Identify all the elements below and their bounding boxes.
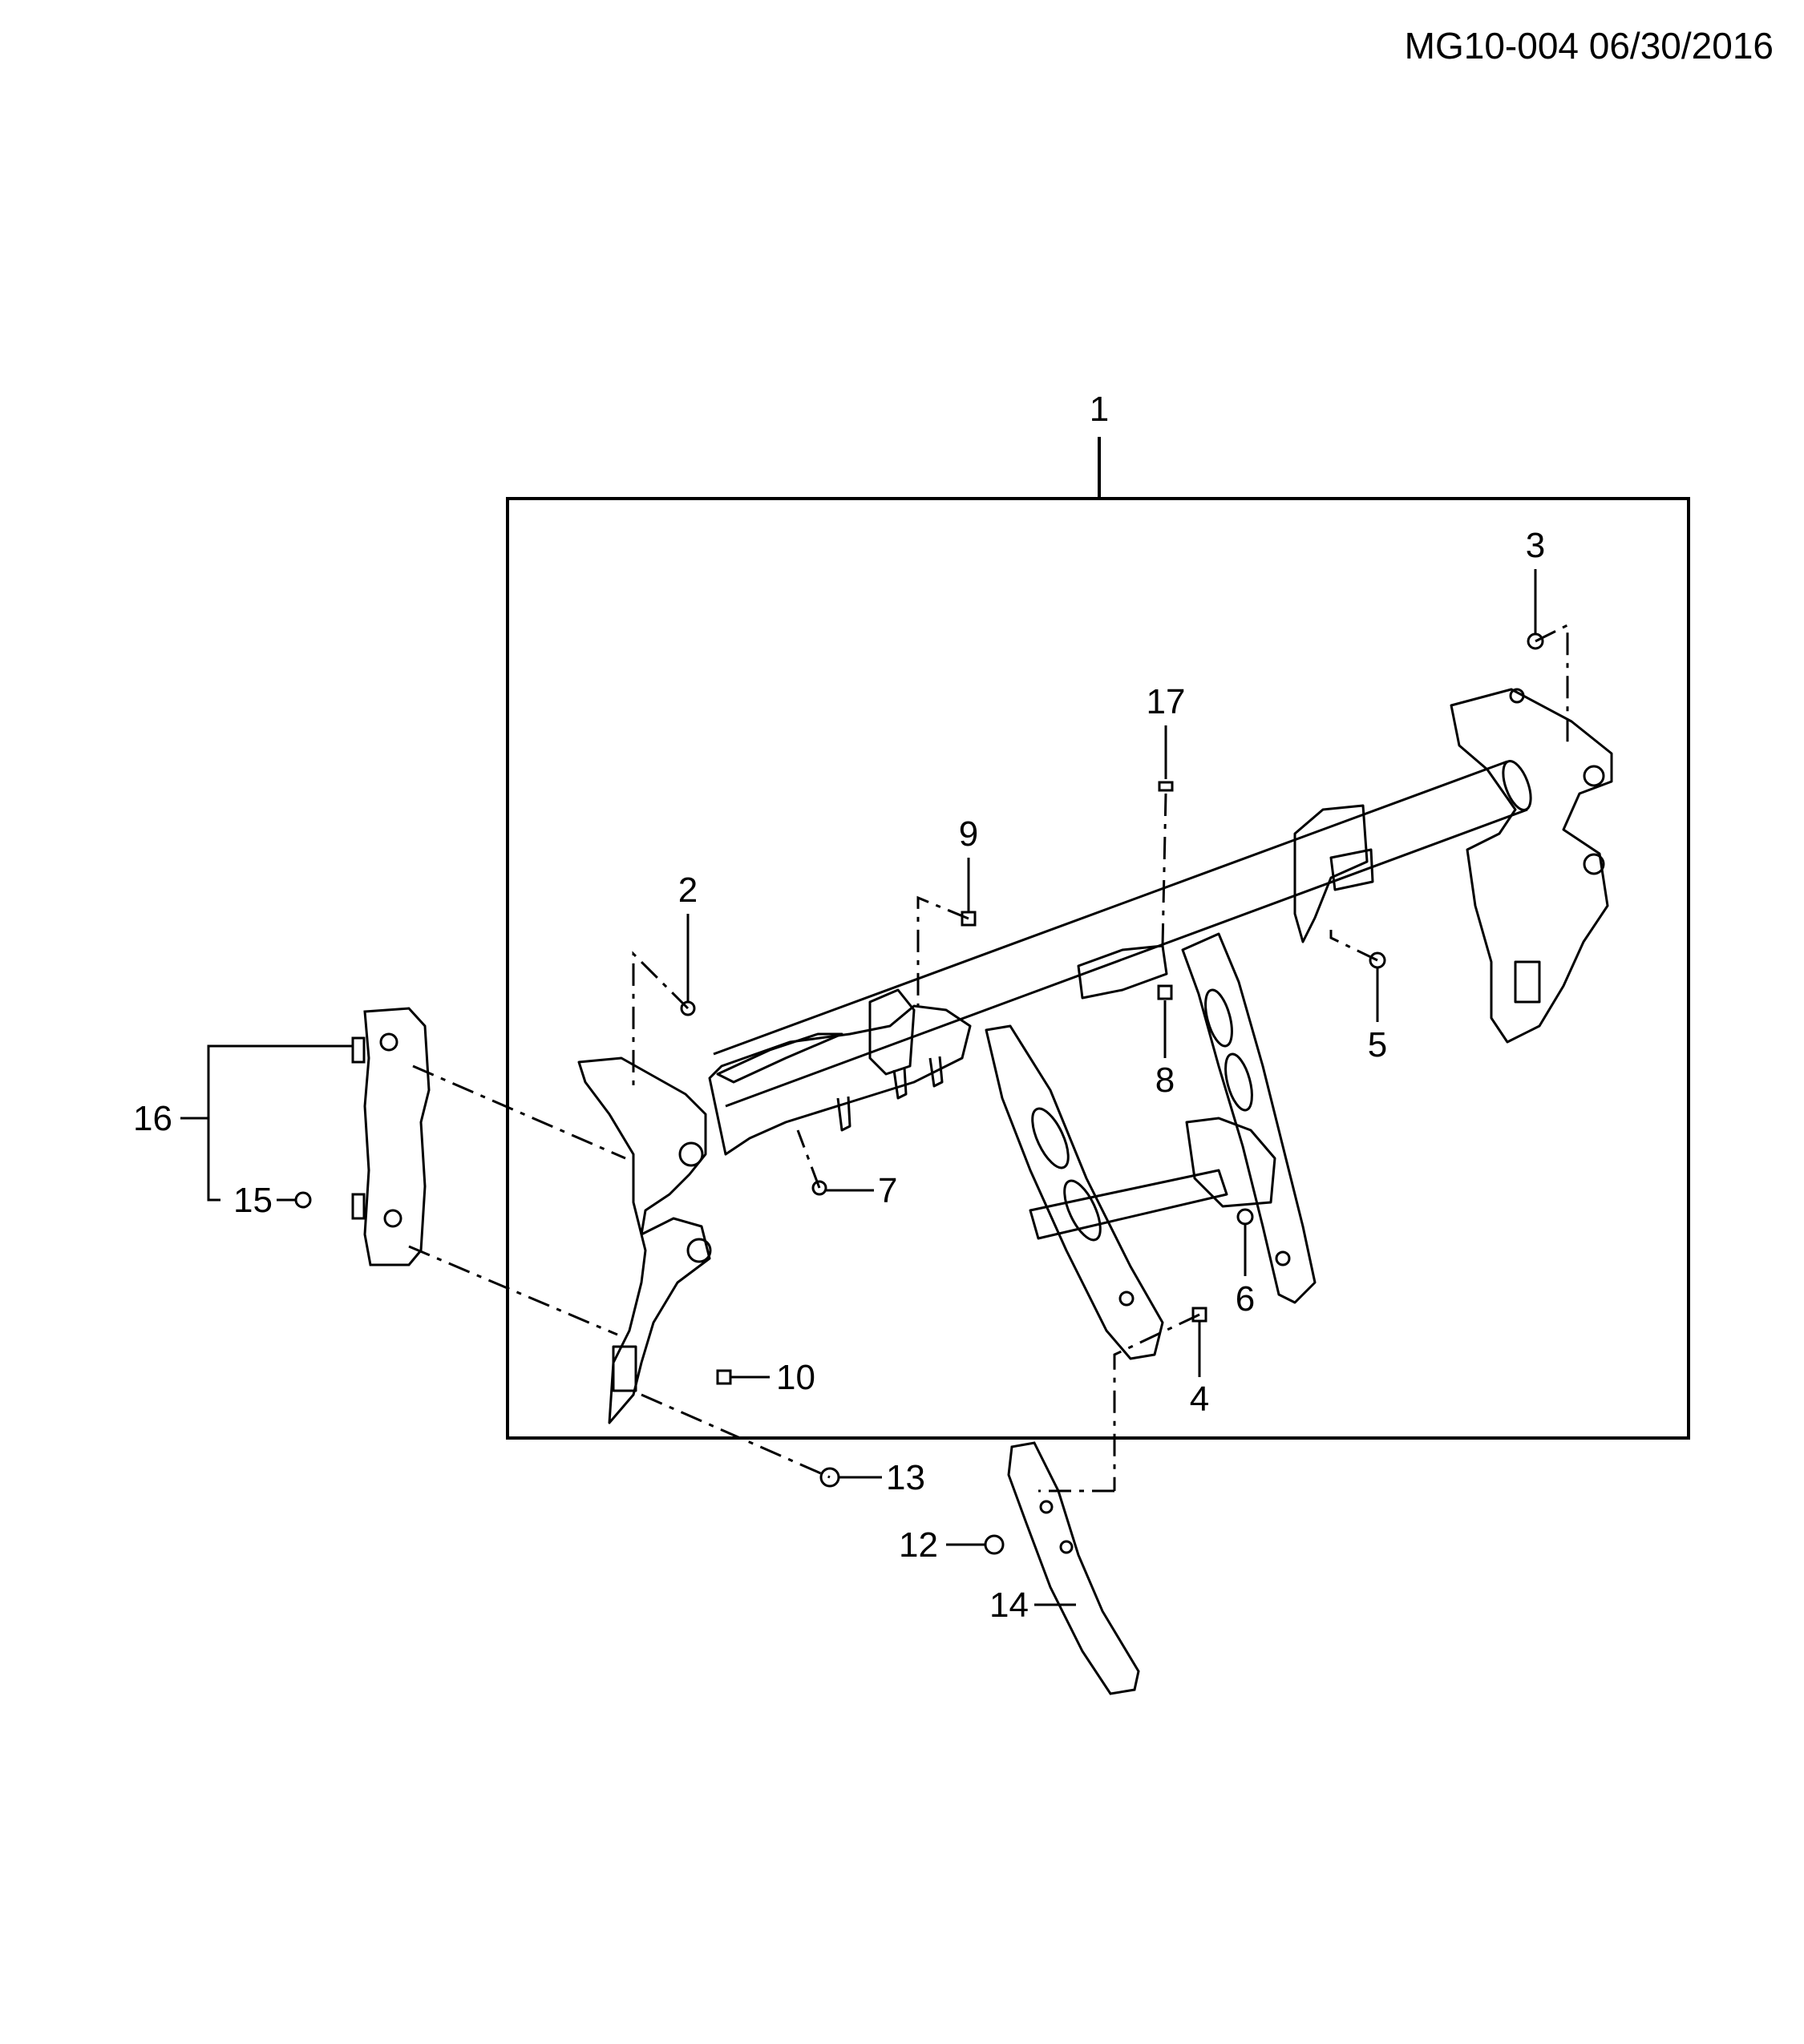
callout-13: 13 (886, 1458, 925, 1497)
dash-16-lower (408, 1245, 618, 1336)
callout-5: 5 (1368, 1025, 1387, 1064)
right-bracket-tab (1514, 960, 1541, 1004)
right-bracket-hole-top (1509, 688, 1525, 704)
steering-lower-stub-3 (928, 1056, 944, 1088)
callout-2: 2 (678, 871, 698, 910)
main-tube-lower-edge (725, 808, 1528, 1108)
callout-8: 8 (1155, 1060, 1175, 1100)
fastener-12-bolt (984, 1534, 1005, 1555)
left-bracket-hole-upper (678, 1141, 704, 1167)
steering-support-bracket (708, 1004, 972, 1156)
fastener-17-pin (1158, 781, 1174, 792)
steering-lower-stub-1 (836, 1096, 851, 1132)
right-bracket-hole-upper (1583, 765, 1605, 787)
part-14-lower-brace (1007, 1441, 1140, 1695)
callout-14: 14 (989, 1586, 1029, 1625)
dash-3 (1535, 623, 1569, 745)
center-brace-left-slot-1 (1031, 1107, 1070, 1169)
main-tube-upper-edge (713, 760, 1508, 1056)
right-bracket-hole-lower (1583, 853, 1605, 875)
fasteners (294, 632, 1544, 1555)
steering-vertical-clamp (868, 988, 916, 1076)
center-brace-right-hole (1275, 1250, 1291, 1266)
callout-12: 12 (899, 1525, 938, 1565)
dash-2 (632, 951, 690, 1090)
right-end-bracket (1450, 688, 1613, 1044)
diagram-reference-code: MG10-004 06/30/2016 (1404, 25, 1774, 67)
steering-upper-plate (716, 1032, 843, 1084)
part-16-side-bracket (351, 1007, 431, 1266)
callout-1: 1 (1090, 390, 1109, 429)
center-brace-right (1181, 932, 1317, 1304)
callout-9: 9 (959, 814, 978, 854)
center-brace-right-slot-2 (1224, 1052, 1253, 1112)
dash-4 (1113, 1313, 1200, 1491)
assembly-dash-lines (408, 623, 1569, 1493)
dash-7 (796, 1129, 821, 1189)
center-brace-left-hole (1118, 1291, 1135, 1307)
left-bracket-hole-lower (686, 1238, 712, 1263)
lower-cross-bracket (1185, 1117, 1276, 1208)
right-mid-bracket (1293, 804, 1369, 943)
fastener-15-nut (294, 1191, 312, 1209)
fastener-6-nut (1236, 1208, 1254, 1226)
center-brace-left-slot-2 (1063, 1179, 1102, 1242)
callout-labels: 1 2 3 4 5 6 7 8 9 10 12 13 14 15 16 17 (133, 390, 1545, 1625)
leader-16-bracket (207, 1044, 353, 1202)
dash-5 (1329, 930, 1378, 962)
left-bracket-lower-tab (612, 1345, 637, 1392)
callout-16: 16 (133, 1099, 172, 1138)
steering-lower-stub-2 (892, 1067, 908, 1100)
dash-9 (916, 895, 969, 1006)
fastener-10-nut (716, 1369, 732, 1385)
leader-lines (180, 569, 1537, 1606)
callout-10: 10 (776, 1358, 815, 1397)
callout-15: 15 (233, 1181, 273, 1220)
right-mid-tab (1329, 848, 1374, 891)
center-brace-right-slot-1 (1204, 988, 1233, 1048)
dash-17 (1161, 793, 1167, 947)
callout-6: 6 (1236, 1279, 1255, 1319)
callout-3: 3 (1526, 526, 1545, 565)
center-connector-bracket (1077, 944, 1168, 1000)
callout-7: 7 (878, 1171, 897, 1210)
left-end-bracket (577, 1056, 711, 1424)
callout-17: 17 (1147, 682, 1186, 721)
fastener-8-nut (1157, 984, 1173, 1000)
main-tube-end-cap (1502, 760, 1532, 811)
cross-car-beam (577, 688, 1613, 1424)
dash-16-upper (412, 1064, 626, 1160)
center-brace-left (985, 1024, 1164, 1360)
lower-cross-brace (1029, 1169, 1228, 1240)
dash-13 (641, 1393, 831, 1479)
callout-4: 4 (1190, 1379, 1209, 1419)
